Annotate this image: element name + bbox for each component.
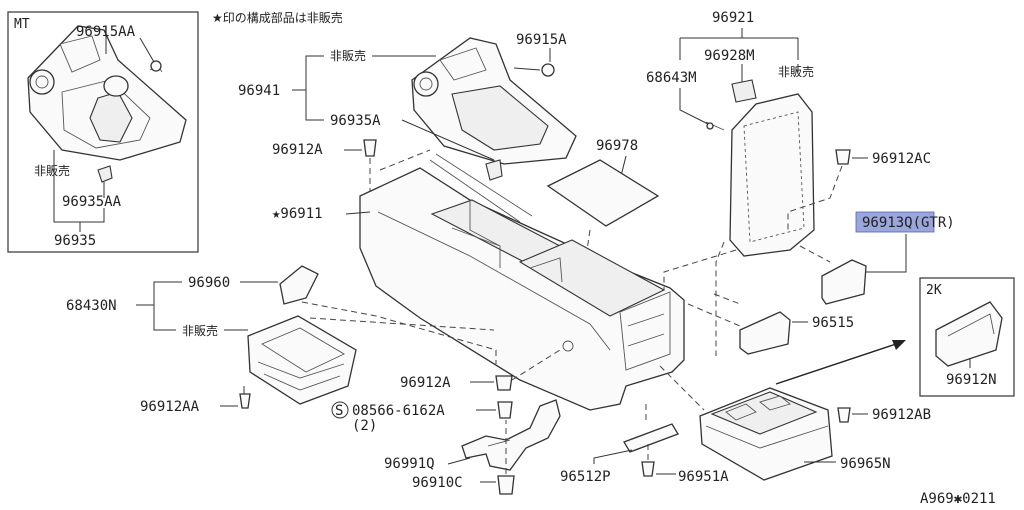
label-nonsale-right: 非販売 [778, 64, 814, 79]
2k-cover-drawing [935, 301, 1003, 367]
label-68430N: 68430N [66, 298, 117, 314]
label-96928M: 96928M [704, 48, 755, 64]
label-nonsale-top: 非販売 [330, 48, 366, 63]
screw-96915A-icon [541, 63, 555, 77]
label-96921: 96921 [712, 10, 754, 26]
arrow-to-2k [775, 343, 897, 385]
std-part-S-mark: S [335, 403, 343, 419]
highlight-96913Q[interactable] [855, 211, 935, 233]
clip-96912AC-icon [835, 149, 851, 165]
inset-2k-frame [919, 277, 1015, 397]
rear-box-96965N-drawing [699, 387, 833, 481]
label-96515: 96515 [812, 315, 854, 331]
pad-96978-drawing [546, 159, 660, 227]
label-96912A-mid: 96912A [400, 375, 451, 391]
ashtray-drawing [247, 315, 357, 405]
latch-96928M-drawing [731, 79, 757, 103]
label-96960: 96960 [188, 275, 230, 291]
mt-label-nonsale: 非販売 [34, 163, 70, 178]
label-96912AC: 96912AC [872, 151, 931, 167]
mt-label-96915AA: 96915AA [76, 24, 136, 40]
label-96912A-top: 96912A [272, 142, 323, 158]
inset-2k: 2K 96912N [919, 277, 1015, 397]
clip-96912A-top-icon [363, 139, 377, 157]
center-console-drawing [359, 153, 685, 411]
screw-96912AA-icon [239, 393, 251, 409]
label-96941: 96941 [238, 83, 280, 99]
inset-mt-frame [7, 11, 199, 253]
label-96912AB: 96912AB [872, 407, 931, 423]
2k-label-96912N: 96912N [946, 372, 997, 388]
label-96910C: 96910C [412, 475, 463, 491]
label-96913Q[interactable]: 96913Q(GTR) [862, 215, 955, 231]
label-96915A: 96915A [516, 32, 567, 48]
inset-mt: MT 96915AA 非販売 96935AA 96935 [7, 11, 199, 253]
inset-2k-title: 2K [926, 283, 942, 298]
mt-label-96935: 96935 [54, 233, 96, 249]
cover-96960-drawing [279, 265, 319, 305]
reference-code: A969✱0211 [920, 491, 996, 507]
clip-96912AB-icon [837, 407, 851, 423]
screw-96951A-icon [641, 461, 655, 477]
label-96912AA: 96912AA [140, 399, 200, 415]
inset-mt-title: MT [14, 17, 30, 32]
trim-96512P-drawing [623, 423, 679, 453]
mt-label-96935AA: 96935AA [62, 194, 122, 210]
mt-shifter-surround-drawing [27, 25, 187, 183]
label-96991Q: 96991Q [384, 456, 435, 472]
armrest-lid-drawing [705, 93, 815, 257]
shifter-surround-drawing [411, 37, 577, 181]
label-qty-2: (2) [352, 418, 377, 434]
label-nonsale-left: 非販売 [182, 323, 218, 338]
label-96965N: 96965N [840, 456, 891, 472]
arrow-head-icon [892, 340, 906, 350]
header-note: ★印の構成部品は非販売 [212, 10, 343, 25]
std-part-S-icon [331, 401, 349, 419]
screw-96912A-mid-icon [495, 375, 513, 391]
label-96935A: 96935A [330, 113, 381, 129]
label-96951A: 96951A [678, 469, 729, 485]
pocket-96515-drawing [739, 311, 791, 355]
bolt-08566-icon [497, 401, 513, 419]
label-68643M: 68643M [646, 70, 697, 86]
label-96978: 96978 [596, 138, 638, 154]
pin-68643M-icon [706, 122, 714, 130]
label-08566: 08566-6162A [352, 403, 445, 419]
label-96911: ★96911 [272, 206, 323, 222]
trim-96913Q-drawing [821, 259, 867, 305]
label-96512P: 96512P [560, 469, 611, 485]
nut-96910C-icon [497, 475, 515, 495]
